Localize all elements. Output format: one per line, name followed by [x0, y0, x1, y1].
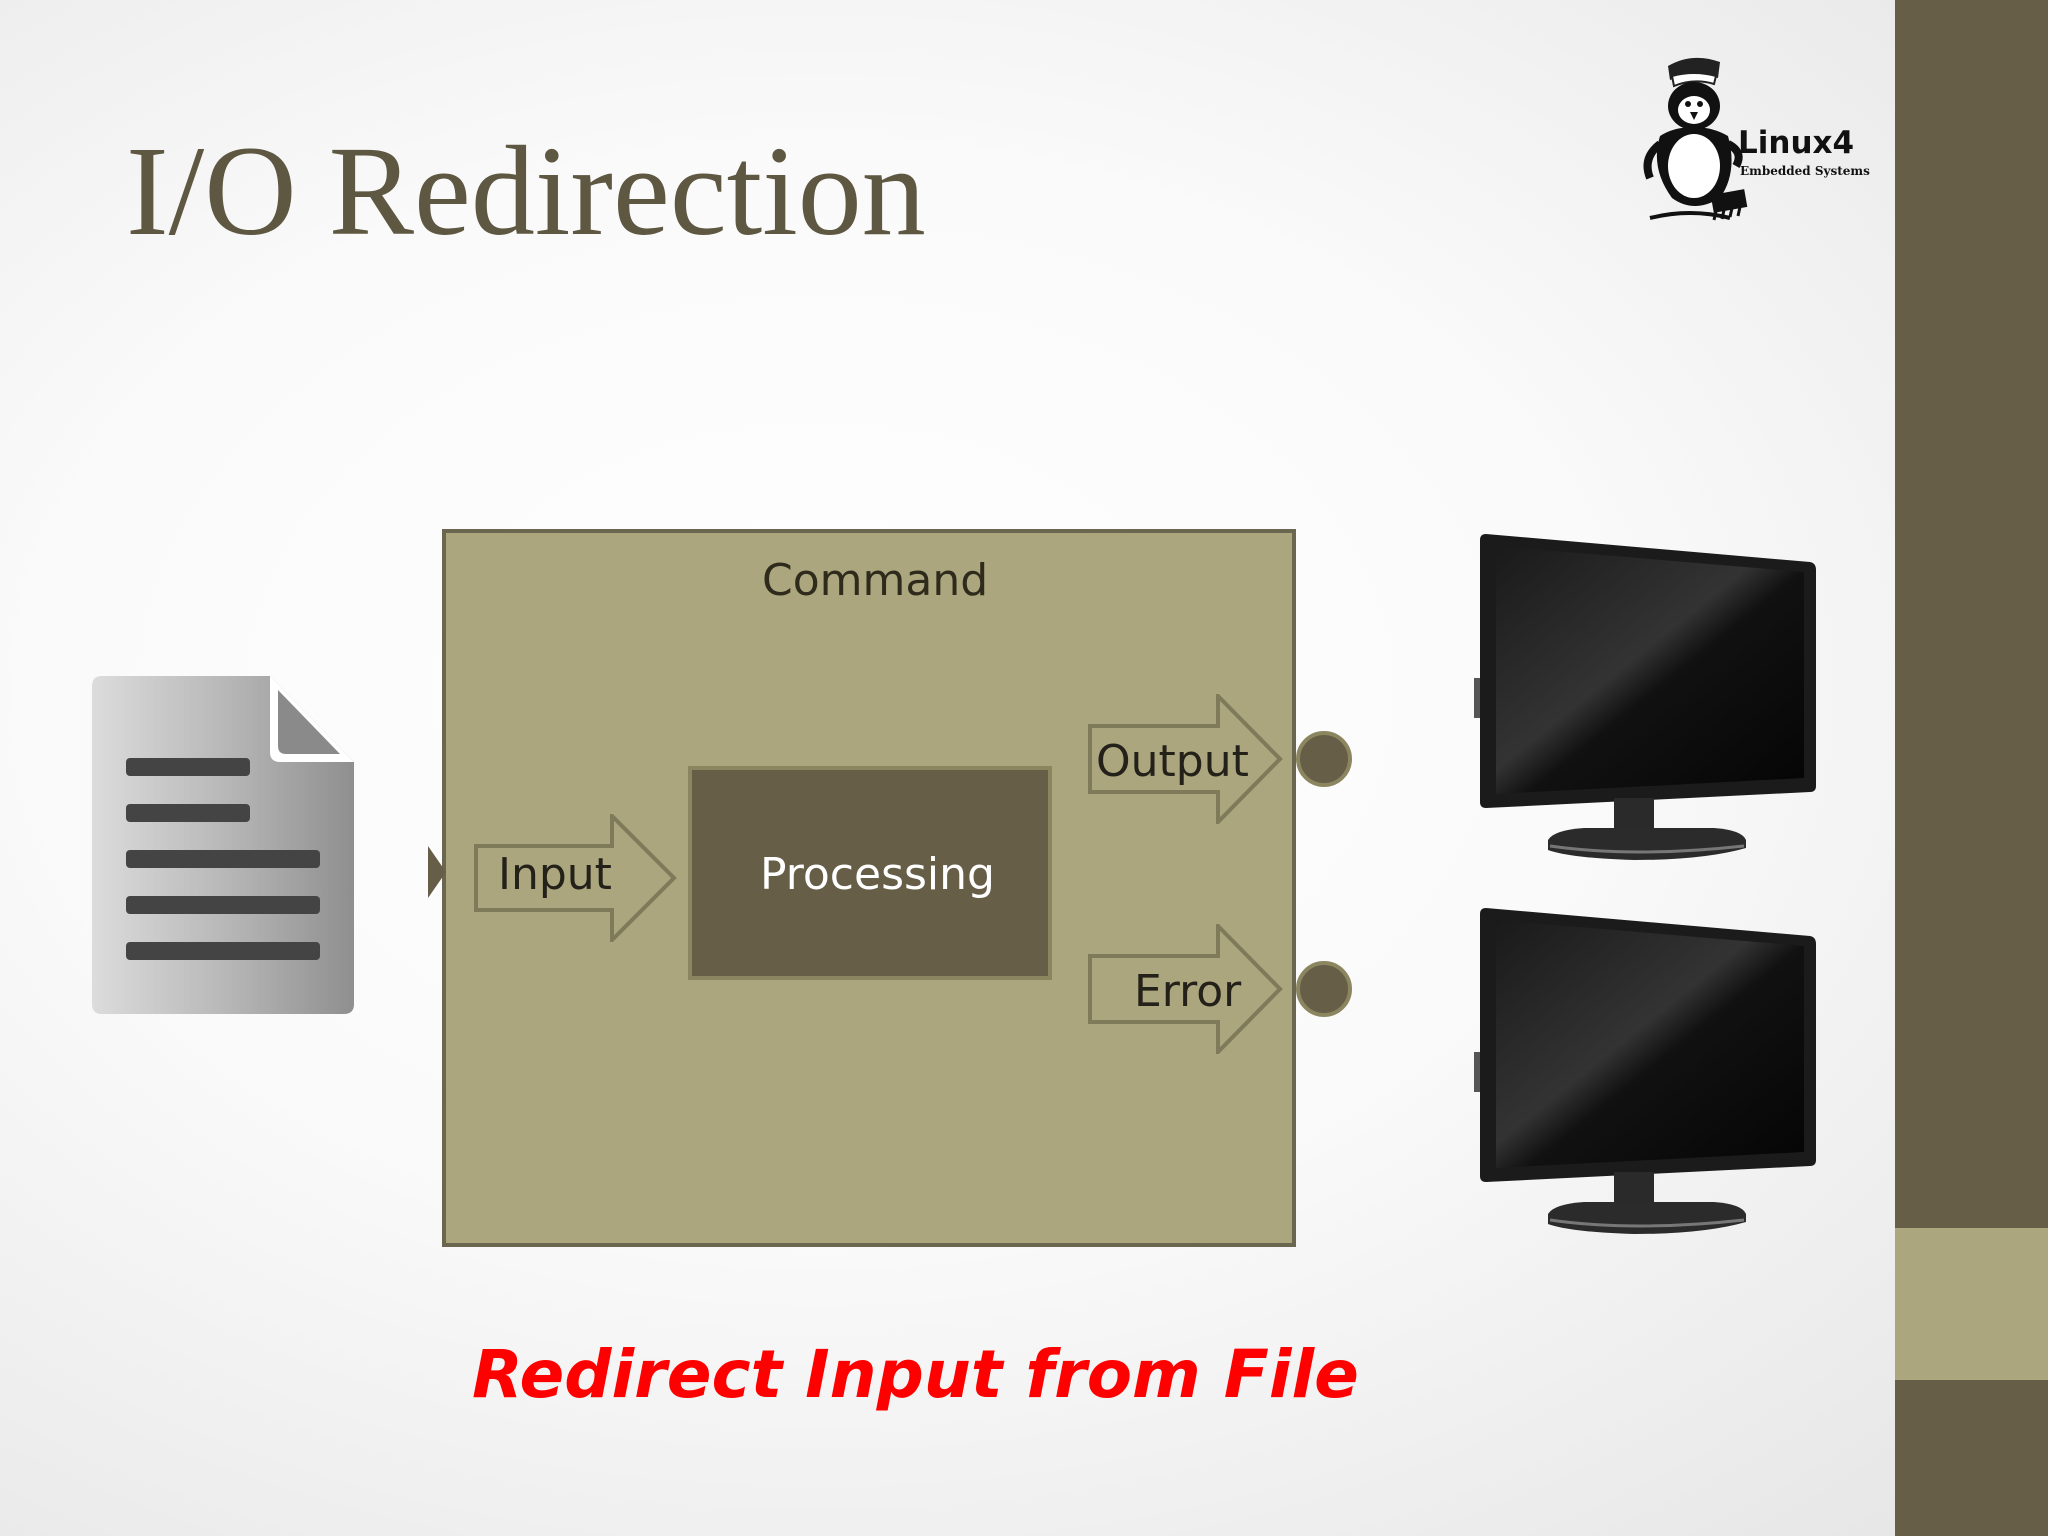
theme-sidebar-accent	[1895, 1228, 2048, 1380]
penguin-logo-icon	[1643, 57, 1748, 221]
slide-caption: Redirect Input from File	[472, 1336, 1359, 1413]
input-port	[428, 846, 446, 898]
command-label: Command	[762, 555, 989, 606]
processing-label: Processing	[760, 849, 995, 900]
monitor-icon	[1474, 908, 1816, 1234]
output-arrow	[1088, 694, 1283, 824]
logo-text: Linux4	[1738, 125, 1855, 161]
logo-subtext: Embedded Systems	[1740, 164, 1870, 178]
document-icon	[92, 676, 354, 1014]
error-arrow	[1088, 924, 1283, 1054]
processing-box	[688, 766, 1052, 980]
error-port	[1296, 961, 1352, 1017]
slide-title: I/O Redirection	[126, 120, 926, 262]
monitor-icon	[1474, 534, 1816, 860]
output-label: Output	[1096, 736, 1249, 787]
input-label: Input	[498, 849, 612, 900]
output-port	[1296, 731, 1352, 787]
input-arrow	[474, 814, 677, 942]
error-label: Error	[1134, 966, 1242, 1017]
